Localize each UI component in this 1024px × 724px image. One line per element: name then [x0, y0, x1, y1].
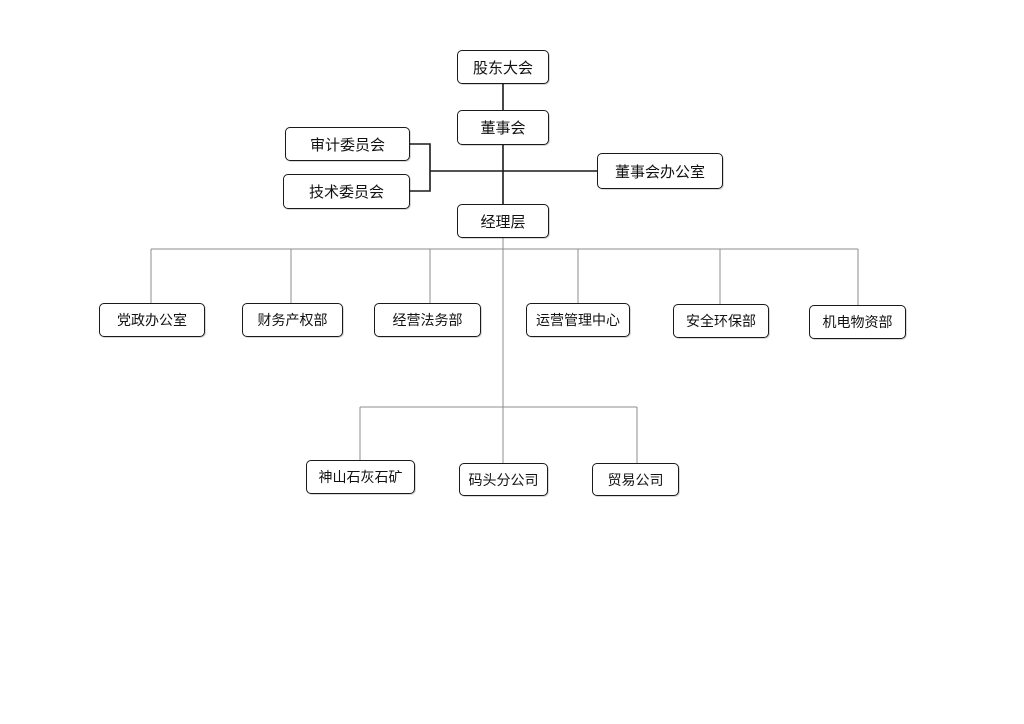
- audit-committee-box: 审计委员会: [285, 127, 410, 161]
- subsidiary-label: 神山石灰石矿: [318, 470, 403, 486]
- management-label: 经理层: [480, 212, 526, 231]
- board-office-label: 董事会办公室: [614, 162, 705, 181]
- shareholders-meeting-box: 股东大会: [457, 50, 549, 84]
- department-box: 党政办公室: [99, 303, 205, 337]
- connector-committees-bracket: [410, 143, 431, 192]
- board-box: 董事会: [457, 110, 549, 145]
- technical-committee-label: 技术委员会: [308, 183, 384, 201]
- management-box: 经理层: [457, 204, 549, 238]
- department-label: 运营管理中心: [536, 313, 620, 329]
- department-label: 安全环保部: [686, 314, 756, 330]
- department-label: 党政办公室: [117, 313, 187, 329]
- department-label: 经营法务部: [392, 313, 463, 329]
- subsidiary-label: 贸易公司: [607, 472, 664, 489]
- subsidiary-box: 神山石灰石矿: [306, 460, 415, 494]
- department-box: 运营管理中心: [526, 303, 630, 337]
- subsidiary-box: 贸易公司: [592, 463, 679, 496]
- department-box: 经营法务部: [374, 303, 481, 337]
- board-office-box: 董事会办公室: [597, 153, 723, 189]
- audit-committee-label: 审计委员会: [309, 135, 385, 154]
- department-label: 财务产权部: [257, 313, 328, 329]
- department-box: 机电物资部: [809, 305, 906, 339]
- department-label: 机电物资部: [822, 315, 893, 331]
- subsidiary-label: 码头分公司: [468, 472, 539, 489]
- subsidiary-box: 码头分公司: [459, 463, 548, 496]
- technical-committee-box: 技术委员会: [283, 174, 410, 209]
- department-box: 安全环保部: [673, 304, 769, 338]
- board-label: 董事会: [480, 119, 526, 137]
- shareholders-meeting-label: 股东大会: [472, 58, 533, 77]
- department-box: 财务产权部: [242, 303, 343, 337]
